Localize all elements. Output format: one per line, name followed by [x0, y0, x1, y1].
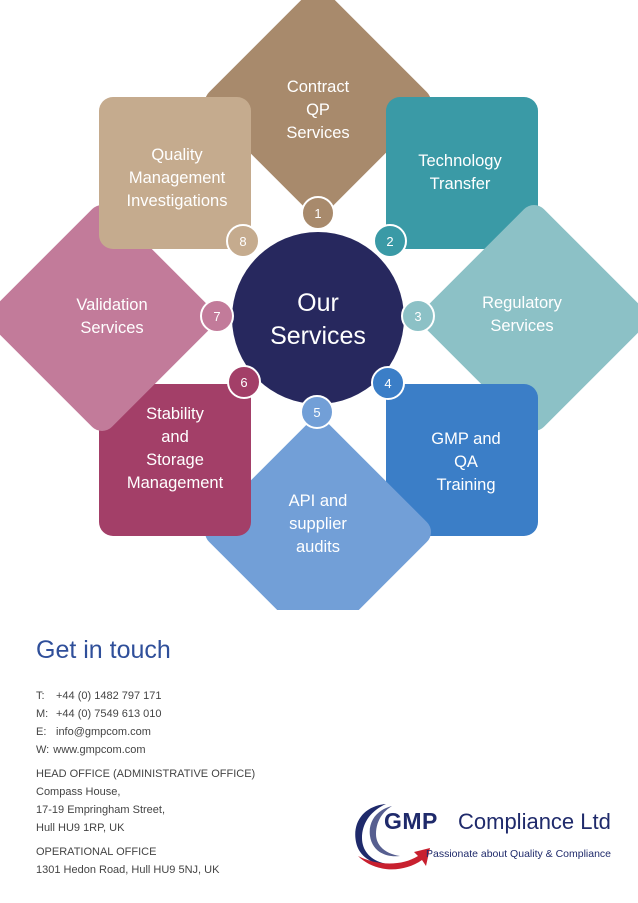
head-office-line: 17-19 Empringham Street,: [36, 804, 166, 816]
center-label: Our Services: [270, 289, 366, 350]
contact-title: Get in touch: [36, 636, 171, 664]
website: www.gmpcom.com: [53, 744, 146, 756]
service-number-badge: 4: [371, 366, 405, 400]
operational-office-heading: OPERATIONAL OFFICE: [36, 846, 157, 858]
contact-section: Get in touch T:+44 (0) 1482 797 171 M:+4…: [36, 636, 396, 879]
mobile-number: +44 (0) 7549 613 010: [56, 708, 162, 720]
service-label: API and supplier audits: [288, 491, 348, 556]
service-petal: [386, 97, 538, 249]
services-diagram: Contract QP Services 1 Technology Transfer…: [0, 0, 638, 645]
logo-swoosh-icon: [355, 804, 430, 870]
service-petal: [386, 384, 538, 536]
head-office-line: Compass House,: [36, 786, 121, 798]
logo-name: Compliance Ltd: [458, 809, 611, 834]
service-number-badge: 5: [300, 395, 334, 429]
service-label: Validation Services: [76, 296, 148, 337]
service-label: GMP and QA Training: [431, 429, 501, 494]
head-office-line: Hull HU9 1RP, UK: [36, 822, 125, 834]
service-number-badge: 1: [301, 196, 335, 230]
service-number-badge: 6: [227, 365, 261, 399]
service-number-badge: 8: [226, 224, 260, 258]
service-petal: [99, 384, 251, 536]
service-petal: [205, 419, 431, 645]
service-petal: [0, 205, 215, 431]
service-number-badge: 2: [373, 224, 407, 258]
mobile-line: M:+44 (0) 7549 613 010: [36, 708, 162, 720]
service-number-badge: 3: [401, 299, 435, 333]
service-label: Regulatory Services: [482, 294, 562, 335]
email-line: E:info@gmpcom.com: [36, 726, 151, 738]
head-office-heading: HEAD OFFICE (ADMINISTRATIVE OFFICE): [36, 768, 256, 780]
web-line: W:www.gmpcom.com: [36, 744, 146, 756]
service-label: Quality Management Investigations: [126, 145, 228, 210]
center-circle: [232, 232, 404, 404]
service-label: Technology Transfer: [418, 152, 502, 193]
operational-office-line: 1301 Hedon Road, Hull HU9 5NJ, UK: [36, 864, 220, 876]
service-petal: [421, 205, 638, 431]
phone-line: T:+44 (0) 1482 797 171: [36, 690, 162, 702]
logo-tagline: Passionate about Quality & Compliance: [426, 848, 612, 860]
logo-brand: GMP: [384, 808, 438, 834]
service-number-badge: 7: [200, 299, 234, 333]
company-logo: GMP Compliance Ltd Passionate about Qual…: [346, 796, 616, 876]
email-address: info@gmpcom.com: [56, 726, 151, 738]
service-petal: [99, 97, 251, 249]
services-diagram-graphic: [0, 0, 638, 645]
phone-number: +44 (0) 1482 797 171: [56, 690, 162, 702]
service-label: Stability and Storage Management: [126, 405, 224, 492]
service-petal: [205, 0, 431, 215]
service-label: Contract QP Services: [286, 77, 350, 142]
